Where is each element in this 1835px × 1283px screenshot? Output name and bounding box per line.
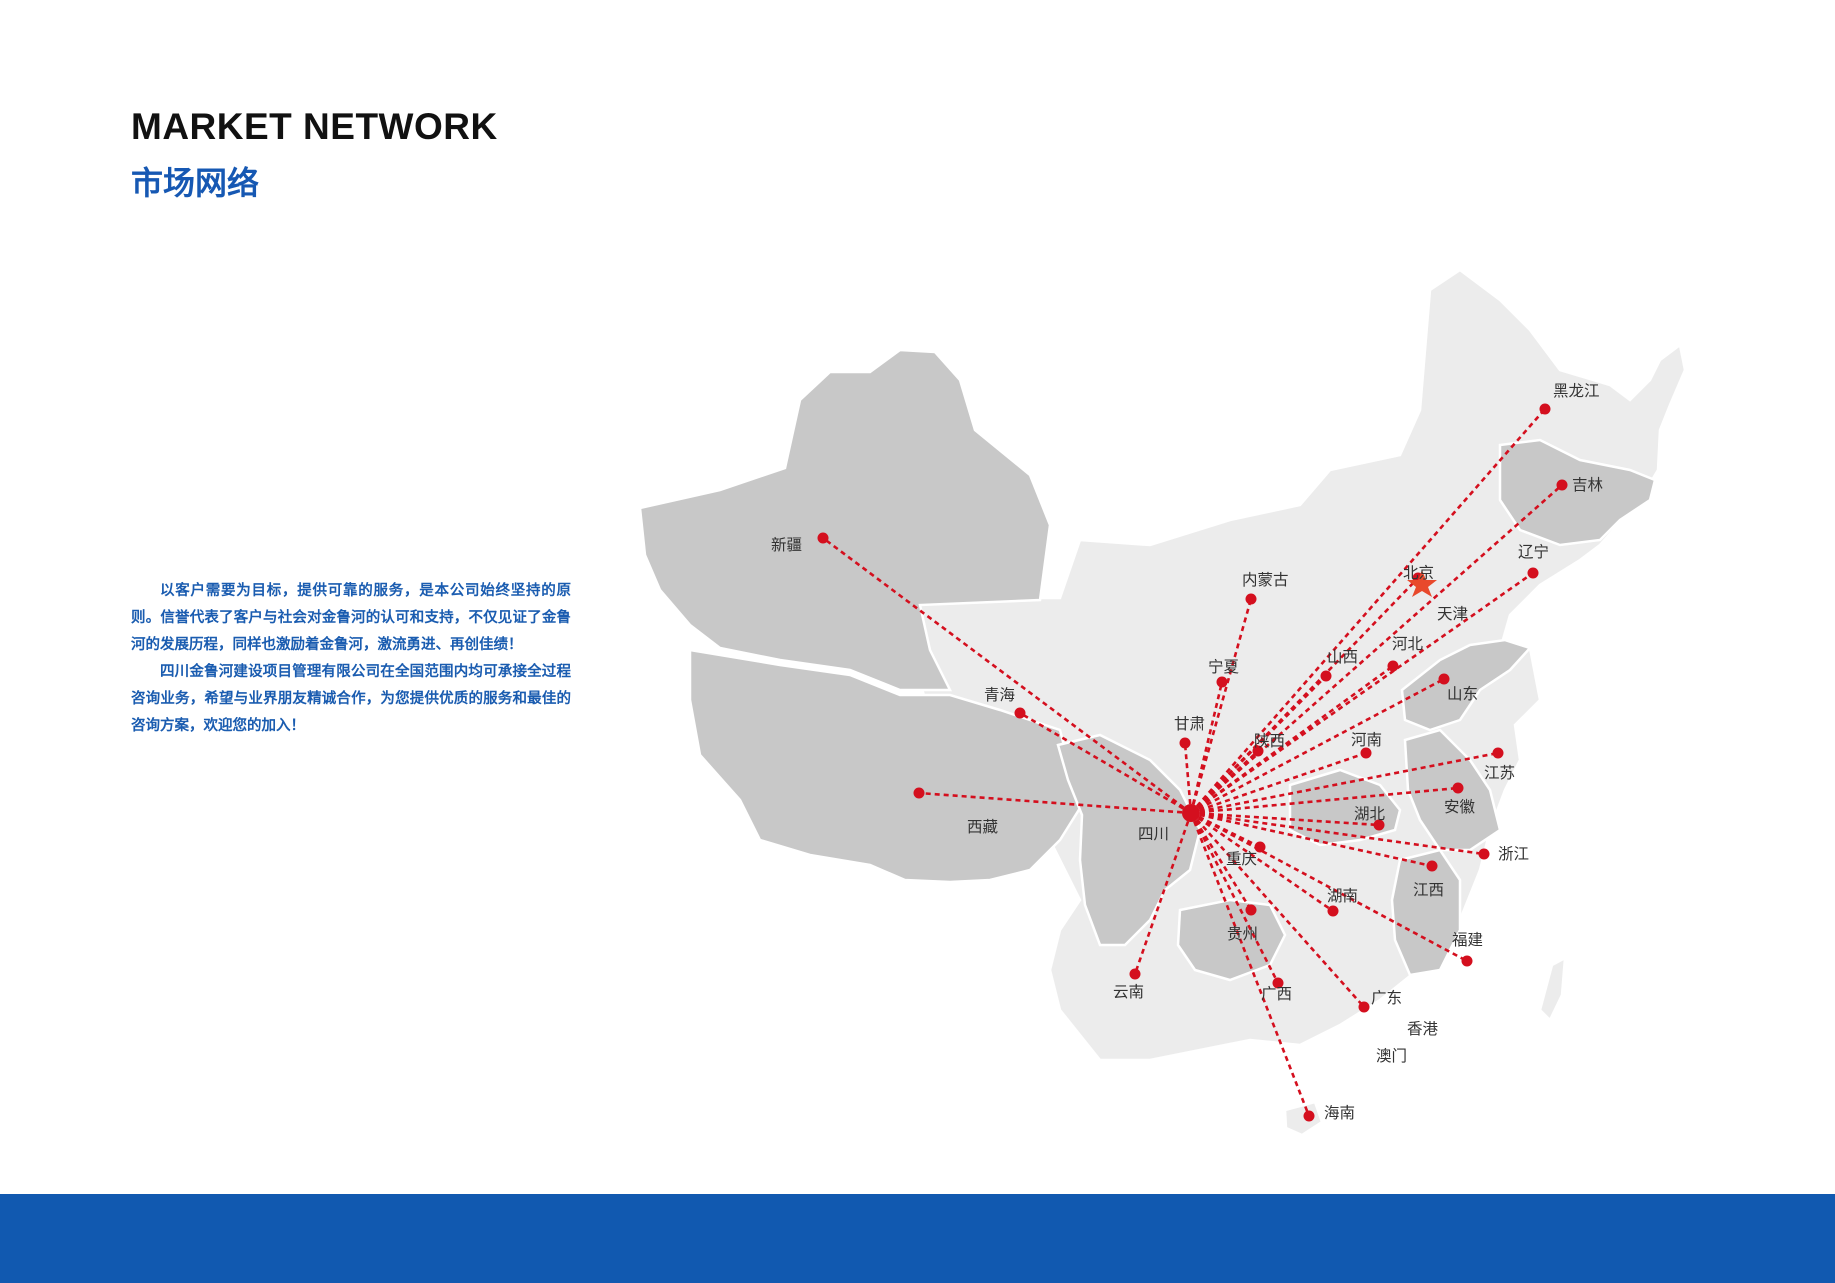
label-anhui: 安徽 <box>1444 798 1476 816</box>
label-qinghai: 青海 <box>984 686 1015 704</box>
route-endpoint-西藏 <box>913 787 925 799</box>
label-tianjin: 天津 <box>1437 605 1468 623</box>
label-hainan: 海南 <box>1324 1104 1355 1122</box>
label-henan: 河南 <box>1351 731 1382 749</box>
label-guangdong: 广东 <box>1371 989 1402 1007</box>
route-endpoint-福建 <box>1461 955 1473 967</box>
region-xizang <box>688 648 1087 884</box>
route-endpoint-云南 <box>1129 968 1141 980</box>
label-chongqing: 重庆 <box>1226 850 1257 868</box>
label-sichuan: 四川 <box>1138 825 1169 843</box>
route-endpoint-内蒙古 <box>1245 593 1257 605</box>
route-line-新疆 <box>822 536 1192 815</box>
region-sichuan <box>1056 733 1202 947</box>
label-shanxi: 山西 <box>1327 648 1358 666</box>
label-aomen: 澳门 <box>1376 1047 1407 1065</box>
route-endpoint-湖北 <box>1373 819 1385 831</box>
route-endpoint-辽宁 <box>1527 567 1539 579</box>
map-island-hainan <box>1283 1100 1324 1137</box>
route-endpoint-吉林 <box>1556 479 1568 491</box>
label-fujian: 福建 <box>1452 931 1483 949</box>
label-xizang: 西藏 <box>967 818 998 836</box>
label-xinjiang: 新疆 <box>771 536 802 554</box>
route-endpoint-新疆 <box>817 532 829 544</box>
label-beijing: 北京 <box>1403 564 1434 582</box>
region-shandong <box>1400 638 1533 732</box>
label-jiangsu: 江苏 <box>1484 764 1515 782</box>
route-line-福建 <box>1190 811 1468 963</box>
label-xianggang: 香港 <box>1407 1020 1439 1038</box>
label-yunnan: 云南 <box>1113 983 1144 1001</box>
route-line-陕西 <box>1190 750 1259 814</box>
intro-paragraph-2: 四川金鲁河建设项目管理有限公司在全国范围内均可承接全过程咨询业务，希望与业界朋友… <box>131 664 571 734</box>
route-line-云南 <box>1133 812 1193 975</box>
route-endpoint-陕西 <box>1252 745 1264 757</box>
route-line-海南 <box>1189 812 1311 1117</box>
route-line-湖南 <box>1190 811 1334 913</box>
region-jiangxi <box>1390 848 1462 977</box>
label-guangxi: 广西 <box>1261 985 1292 1003</box>
route-endpoint-江苏 <box>1492 747 1504 759</box>
page-title-chinese: 市场网络 <box>131 164 260 202</box>
route-line-湖北 <box>1190 811 1380 827</box>
label-hebei: 河北 <box>1392 635 1424 653</box>
route-endpoint-江西 <box>1426 860 1438 872</box>
intro-paragraph-1: 以客户需要为目标，提供可靠的服务，是本公司始终坚持的原则。信誉代表了客户与社会对… <box>131 583 571 653</box>
label-jiangxi: 江西 <box>1413 881 1444 899</box>
route-line-青海 <box>1019 711 1192 815</box>
route-endpoint-甘肃 <box>1179 737 1191 749</box>
route-endpoint-青海 <box>1014 707 1026 719</box>
route-endpoint-广东 <box>1358 1001 1370 1013</box>
china-market-map: 黑龙江 吉林 辽宁 北京 天津 新疆 内蒙古 宁夏 山西 河北 山东 青海 甘肃… <box>638 268 1687 1137</box>
label-ningxia: 宁夏 <box>1208 658 1240 676</box>
route-endpoint-河南 <box>1360 747 1372 759</box>
region-anhui-jiangsu <box>1403 728 1502 852</box>
label-liaoning: 辽宁 <box>1518 543 1549 561</box>
route-line-江苏 <box>1190 751 1499 815</box>
star-icon <box>1407 570 1437 597</box>
route-line-吉林 <box>1190 484 1563 814</box>
route-endpoint-宁夏 <box>1216 676 1228 688</box>
label-hubei: 湖北 <box>1354 805 1386 823</box>
label-shandong: 山东 <box>1447 685 1478 703</box>
route-endpoint-安徽 <box>1452 782 1464 794</box>
route-line-河北 <box>1190 664 1394 815</box>
route-line-浙江 <box>1190 811 1485 856</box>
region-xinjiang <box>638 348 1052 692</box>
route-endpoint-海南 <box>1303 1110 1315 1122</box>
route-endpoint-山西 <box>1320 670 1332 682</box>
map-island-taiwan <box>1538 955 1567 1023</box>
route-line-内蒙古 <box>1189 598 1253 814</box>
page-title-english: MARKET NETWORK <box>131 106 498 147</box>
route-endpoint-河北 <box>1387 660 1399 672</box>
route-line-西藏 <box>918 791 1192 815</box>
label-hunan: 湖南 <box>1327 887 1358 905</box>
route-lines <box>822 408 1563 1117</box>
route-endpoint-山东 <box>1438 673 1450 685</box>
route-line-甘肃 <box>1183 742 1193 814</box>
route-line-贵州 <box>1189 812 1253 911</box>
hub-marker-sichuan <box>1182 804 1200 822</box>
label-neimenggu: 内蒙古 <box>1242 571 1289 589</box>
label-heilongjiang: 黑龙江 <box>1553 382 1600 400</box>
route-line-广东 <box>1190 812 1365 1008</box>
route-endpoint-湖南 <box>1327 905 1339 917</box>
label-jilin: 吉林 <box>1572 476 1604 494</box>
label-zhejiang: 浙江 <box>1498 845 1529 863</box>
route-endpoint-黑龙江 <box>1539 403 1551 415</box>
label-guizhou: 贵州 <box>1227 925 1258 943</box>
route-endpoint-浙江 <box>1478 848 1490 860</box>
intro-text: 以客户需要为目标，提供可靠的服务，是本公司始终坚持的原则。信誉代表了客户与社会对… <box>131 578 571 740</box>
label-gansu: 甘肃 <box>1174 715 1205 733</box>
route-endpoint-重庆 <box>1254 841 1266 853</box>
route-endpoint-贵州 <box>1245 904 1257 916</box>
route-line-山东 <box>1190 677 1445 815</box>
route-line-宁夏 <box>1189 681 1224 814</box>
route-line-河南 <box>1190 751 1367 815</box>
route-line-辽宁 <box>1190 571 1534 815</box>
footer-band <box>0 1194 1835 1283</box>
label-shaanxi: 陕西 <box>1254 732 1285 750</box>
route-endpoint-广西 <box>1272 977 1284 989</box>
route-line-广西 <box>1189 812 1280 984</box>
